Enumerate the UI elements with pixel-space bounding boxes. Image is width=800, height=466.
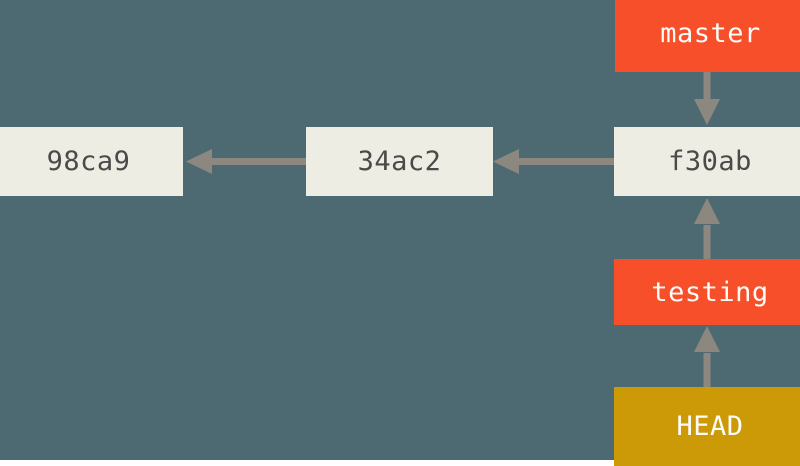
- head-pointer-node[interactable]: HEAD: [614, 387, 800, 466]
- arrow-head-to-testing: [694, 326, 720, 387]
- branch-label: testing: [651, 276, 769, 308]
- commit-node-f30ab[interactable]: f30ab: [614, 127, 800, 196]
- branch-node-master[interactable]: master: [615, 0, 800, 72]
- commit-node-34ac2[interactable]: 34ac2: [306, 127, 493, 196]
- head-label: HEAD: [676, 411, 744, 442]
- arrow-master-to-f30ab: [694, 72, 720, 125]
- commit-node-98ca9[interactable]: 98ca9: [0, 127, 183, 196]
- branch-label: master: [660, 17, 761, 49]
- commit-label: 98ca9: [46, 146, 131, 177]
- commit-label: f30ab: [668, 146, 752, 177]
- branch-node-testing[interactable]: testing: [614, 259, 800, 325]
- arrow-f30ab-to-34ac2: [493, 149, 614, 174]
- arrow-testing-to-f30ab: [694, 198, 720, 259]
- commit-label: 34ac2: [357, 146, 442, 177]
- arrow-34ac2-to-98ca9: [186, 149, 306, 174]
